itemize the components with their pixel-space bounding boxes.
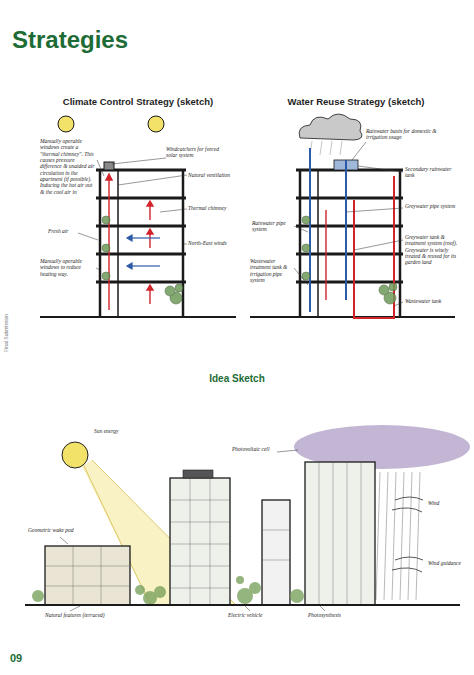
annotation: Secondary rainwater tank (405, 166, 457, 179)
section-subtitle: Water Reuse Strategy (sketch) (252, 96, 460, 107)
annotation: Wastewater tank (405, 298, 455, 304)
annotation: Thermal chimney (188, 205, 234, 211)
annotation: Photovoltaic cell (232, 446, 276, 452)
annotation: Wind guidance (428, 560, 468, 566)
annotation: Greywater pipe system (405, 203, 457, 209)
annotation: Manually operable windows create a "ther… (40, 138, 96, 195)
page-title: Strategies (12, 26, 128, 54)
annotation: Geometric wake pod (28, 527, 88, 533)
annotation: North-East winds (188, 240, 234, 246)
annotation: Greywater tank & treatment system (roof)… (405, 234, 460, 266)
margin-note: Final Submission (4, 298, 10, 368)
annotation: Natural features (terraced) (45, 612, 115, 618)
annotation: Photosynthesis (308, 612, 363, 618)
annotation: Windcatchers for forced solar system (166, 146, 226, 159)
section-subtitle: Climate Control Strategy (sketch) (36, 96, 240, 107)
annotation: Rainwater basin for domestic & irrigatio… (366, 128, 456, 141)
annotation: Electric vehicle (228, 612, 278, 618)
annotation: Natural ventilation (188, 172, 234, 178)
annotation: Wastewater treatment tank & irrigation p… (250, 258, 295, 283)
annotation: Rainwater pipe system (252, 220, 294, 233)
annotation: Sun energy (94, 428, 139, 434)
page-number: 09 (10, 652, 40, 664)
annotation: Fresh air (48, 228, 78, 234)
section-heading: Idea Sketch (137, 373, 337, 384)
annotation: Manually operable windows to reduce heat… (40, 258, 95, 277)
annotation: Wind (428, 500, 464, 506)
